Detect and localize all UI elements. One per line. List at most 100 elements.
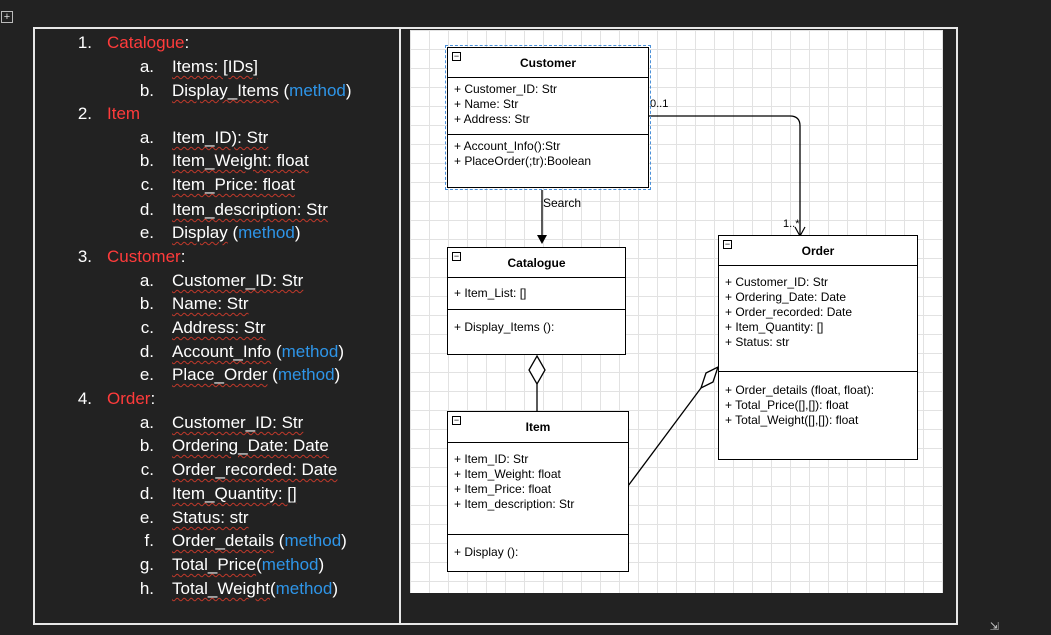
class-title: Customer bbox=[519, 56, 576, 70]
item-text: Status: str bbox=[172, 508, 249, 527]
item-text: Item_description: Str bbox=[172, 200, 328, 219]
item-text: Total_Price bbox=[172, 555, 257, 574]
method-line: + Display_Items (): bbox=[454, 320, 555, 334]
list-letter: b. bbox=[139, 81, 154, 100]
attribute-line: + Item_Quantity: [] bbox=[725, 320, 824, 334]
list-letter: e. bbox=[139, 365, 154, 384]
order-aggregation-diamond-icon bbox=[699, 365, 720, 390]
order-class[interactable]: − Order + Customer_ID: Str+ Ordering_Date… bbox=[718, 235, 918, 460]
item-text: Address: Str bbox=[172, 318, 266, 337]
collapse-icon[interactable]: − bbox=[452, 251, 461, 261]
list-letter: h. bbox=[139, 579, 154, 598]
list-letter: a. bbox=[139, 57, 154, 76]
heading-suffix: : bbox=[150, 389, 156, 408]
method-tag: method bbox=[289, 81, 346, 100]
search-label: Search bbox=[543, 196, 582, 210]
method-tag: method bbox=[238, 223, 295, 242]
customer-methods: + Account_Info():Str+ PlaceOrder(;tr):Bo… bbox=[448, 135, 648, 187]
item-text: Items: [IDs] bbox=[172, 57, 258, 76]
customer-class[interactable]: − Customer + Customer_ID: Str+ Name: Str+… bbox=[445, 45, 651, 190]
method-line: + PlaceOrder(;tr):Boolean bbox=[454, 154, 592, 168]
table-frame bbox=[33, 27, 958, 625]
attribute-line: + Item_description: Str bbox=[454, 497, 575, 511]
list-letter: g. bbox=[139, 555, 154, 574]
item-text: Item_Price: float bbox=[172, 175, 295, 194]
list-letter: a. bbox=[139, 271, 154, 290]
collapse-icon[interactable]: − bbox=[723, 239, 732, 249]
heading-label: Catalogue bbox=[107, 33, 185, 52]
method-line: + Total_Weight([],[]): float bbox=[725, 413, 859, 427]
list-letter: a. bbox=[139, 413, 154, 432]
attribute-line: + Item_Price: float bbox=[454, 482, 552, 496]
attribute-line: + Item_ID: Str bbox=[454, 452, 529, 466]
item-text: Item_Weight: float bbox=[172, 151, 309, 170]
attribute-line: + Item_List: [] bbox=[454, 286, 527, 300]
catalogue-class[interactable]: − Catalogue + Item_List: [] + Display_Ite… bbox=[447, 247, 626, 355]
catalogue-attributes: + Item_List: [] bbox=[448, 278, 625, 310]
list-letter: e. bbox=[139, 508, 154, 527]
item-methods: + Display (): bbox=[448, 535, 628, 571]
item-text: Name: Str bbox=[172, 294, 249, 313]
column-divider bbox=[399, 27, 401, 625]
multiplicity-one: 0..1 bbox=[650, 98, 669, 110]
uml-diagram-canvas: 0..1 1..* Search − Customer + Customer_ID… bbox=[410, 30, 943, 593]
customer-attributes: + Customer_ID: Str+ Name: Str+ Address: … bbox=[448, 78, 648, 135]
item-text: Account_Info bbox=[172, 342, 272, 361]
list-letter: c. bbox=[140, 460, 154, 479]
catalogue-methods: + Display_Items (): bbox=[448, 310, 625, 354]
list-letter: e. bbox=[139, 223, 154, 242]
collapse-icon[interactable]: − bbox=[452, 415, 461, 425]
list-number: 2. bbox=[77, 104, 92, 123]
item-text: Order_details bbox=[172, 531, 275, 550]
item-text: Order_recorded: Date bbox=[172, 460, 338, 479]
requirements-list: 1. Catalogue: a. Items: [IDs] b. Display_Item… bbox=[36, 30, 398, 622]
item-text: Customer_ID: Str bbox=[172, 413, 304, 432]
method-tag: method bbox=[277, 365, 335, 384]
list-letter: d. bbox=[139, 200, 154, 219]
move-icon[interactable]: + bbox=[1, 11, 13, 23]
connector-layer bbox=[528, 115, 806, 487]
attribute-line: + Status: str bbox=[725, 335, 790, 349]
item-class[interactable]: − Item + Item_ID: Str+ Item_Weight: float… bbox=[447, 411, 629, 572]
order-item-aggregation bbox=[627, 387, 702, 487]
list-letter: d. bbox=[139, 342, 154, 361]
heading-label: Item bbox=[107, 104, 141, 123]
attribute-line: + Customer_ID: Str bbox=[454, 82, 558, 96]
multiplicity-many: 1..* bbox=[783, 218, 800, 230]
method-tag: method bbox=[284, 531, 342, 550]
list-number: 4. bbox=[77, 389, 92, 408]
item-text: Customer_ID: Str bbox=[172, 271, 304, 290]
list-letter: c. bbox=[140, 318, 154, 337]
heading-label: Order bbox=[107, 389, 151, 408]
order-attributes: + Customer_ID: Str+ Ordering_Date: Date+… bbox=[719, 266, 917, 372]
list-number: 1. bbox=[77, 33, 92, 52]
attribute-line: + Item_Weight: float bbox=[454, 467, 561, 481]
item-attributes: + Item_ID: Str+ Item_Weight: float+ Item… bbox=[448, 443, 628, 535]
heading-suffix: : bbox=[180, 247, 186, 266]
catalogue-aggregation-diamond-icon bbox=[528, 354, 546, 386]
item-text: Total_Weight bbox=[172, 579, 270, 598]
method-tag: method bbox=[275, 579, 333, 598]
item-text: Ordering_Date: Date bbox=[172, 436, 329, 455]
class-title: Order bbox=[801, 244, 835, 258]
attribute-line: + Address: Str bbox=[454, 112, 530, 126]
list-letter: d. bbox=[139, 484, 154, 503]
attribute-line: + Customer_ID: Str bbox=[725, 275, 829, 289]
order-methods: + Order_details (float, float):+ Total_P… bbox=[719, 372, 917, 459]
heading-suffix: : bbox=[184, 33, 190, 52]
list-letter: f. bbox=[144, 531, 154, 550]
list-letter: c. bbox=[140, 175, 154, 194]
method-line: + Account_Info():Str bbox=[454, 139, 561, 153]
method-tag: method bbox=[261, 555, 319, 574]
item-text: Item_ID): Str bbox=[172, 128, 269, 147]
list-number: 3. bbox=[77, 247, 92, 266]
item-text: Display bbox=[172, 223, 228, 242]
class-title: Catalogue bbox=[507, 256, 566, 270]
item-text: Display_Items bbox=[172, 81, 279, 100]
attribute-line: + Order_recorded: Date bbox=[725, 305, 853, 319]
list-letter: a. bbox=[139, 128, 154, 147]
class-title: Item bbox=[525, 420, 551, 434]
method-line: + Display (): bbox=[454, 545, 519, 559]
collapse-icon[interactable]: − bbox=[452, 51, 461, 61]
item-text: Place_Order bbox=[172, 365, 268, 384]
